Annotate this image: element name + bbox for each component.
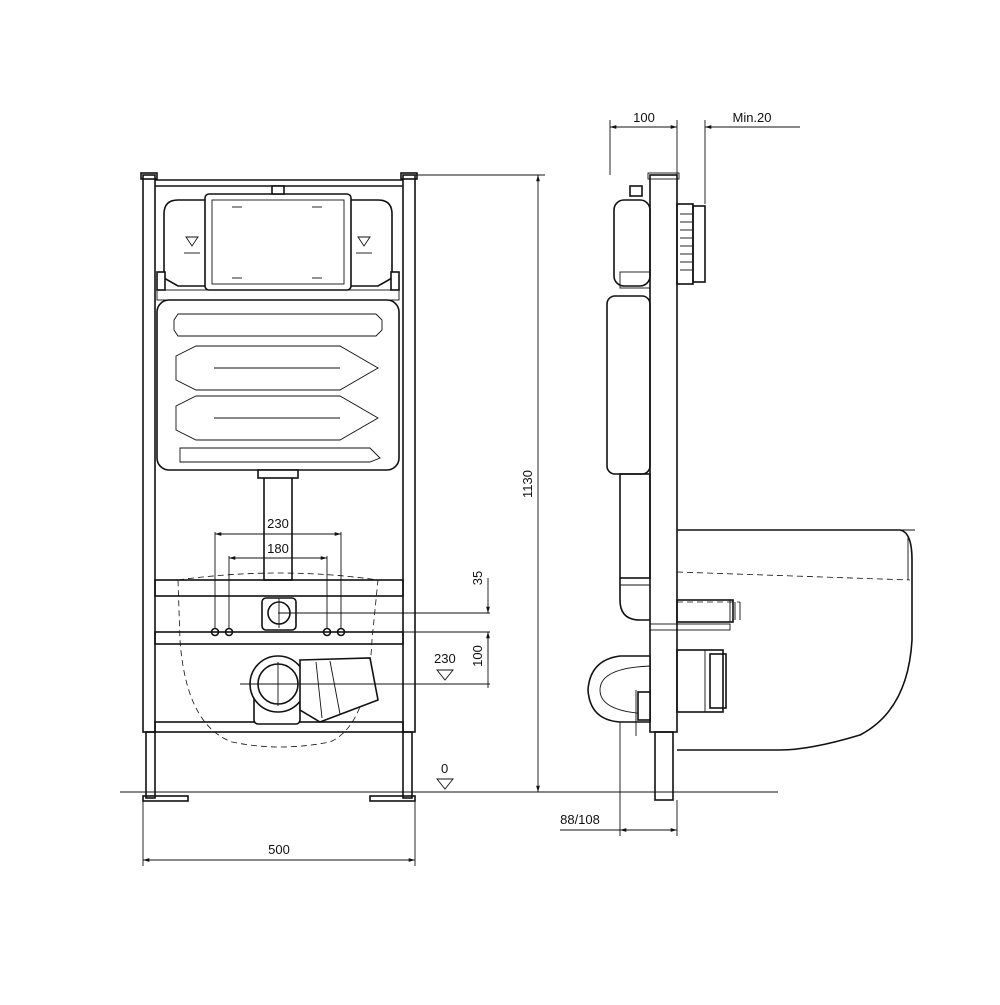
left-bracket — [163, 199, 205, 287]
left-arrow-down-icon — [185, 236, 199, 247]
flush-opening — [204, 193, 352, 291]
flush-plate-side — [676, 203, 694, 285]
dim-level-axis: 230 — [434, 651, 456, 666]
dim-foot-depth: 88/108 — [560, 812, 600, 827]
flush-pipe-side — [619, 473, 651, 579]
dim-frame-depth: 100 — [633, 110, 655, 125]
drain-elbow-side — [587, 655, 651, 723]
dim-height-total: 1130 — [520, 470, 535, 498]
bolt-hole — [224, 627, 234, 637]
right-arrow-down-icon — [357, 236, 371, 247]
front-view: 230 180 35 100 230 0 1130 500 — [140, 172, 545, 866]
mounting-rail-upper — [154, 579, 404, 597]
right-bracket — [351, 199, 393, 287]
drain-elbow — [299, 657, 379, 723]
dim-offset-upper: 35 — [470, 571, 485, 585]
cistern-side — [606, 295, 651, 475]
dim-level-floor: 0 — [441, 761, 448, 776]
floor-level-marker-icon — [436, 778, 454, 790]
dim-offset-lower: 100 — [470, 645, 485, 667]
dim-width-total: 500 — [268, 842, 290, 857]
level-marker-icon — [436, 669, 454, 681]
bolt-hole — [210, 627, 220, 637]
frame-right-post-cap — [400, 172, 418, 180]
side-view: 100 Min.20 88/108 — [560, 110, 915, 836]
frame-side-post — [649, 174, 678, 733]
drain-connector-side — [676, 649, 724, 713]
frame-right-foot — [369, 795, 416, 802]
mounting-rail-lower — [154, 631, 404, 645]
frame-side-leg — [654, 731, 674, 801]
dim-hole-spacing-inner: 180 — [267, 541, 289, 556]
frame-right-post — [402, 174, 416, 733]
frame-left-foot — [142, 795, 189, 802]
frame-right-leg — [402, 731, 413, 799]
bowl-outline-hidden — [177, 572, 379, 748]
inlet-connector-side — [676, 599, 734, 623]
frame-left-post-cap — [140, 172, 158, 180]
bowl-side — [677, 529, 913, 751]
dim-hole-spacing-outer: 230 — [267, 516, 289, 531]
frame-left-post — [142, 174, 156, 733]
cistern-tank — [156, 299, 400, 471]
frame-left-leg — [145, 731, 156, 799]
dim-min-wall-gap: Min.20 — [732, 110, 771, 125]
